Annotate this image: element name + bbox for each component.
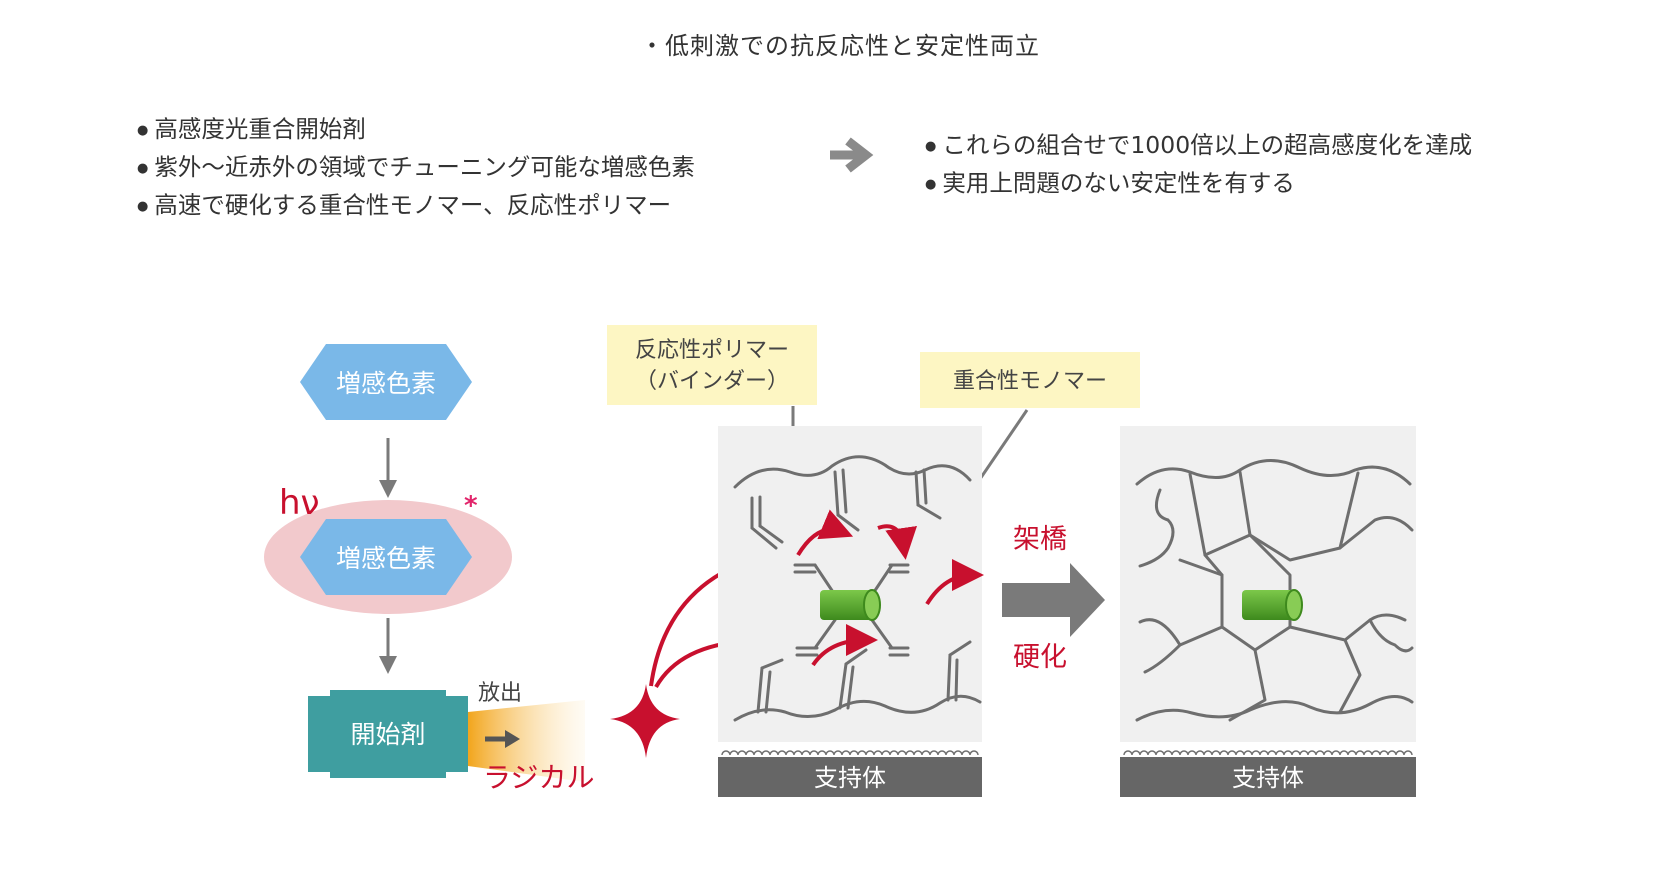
support-after <box>1120 757 1416 797</box>
excited-sensitizer-node: 増感色素 <box>264 500 512 614</box>
polymer-callout-line2: （バインダー） <box>635 369 789 394</box>
process-arrow-icon <box>1002 563 1105 637</box>
support-label-after: 支持体 <box>1232 764 1304 792</box>
feature-item: 紫外〜近赤外の領域でチューニング可能な増感色素 <box>137 148 695 186</box>
initiator-node: 開始剤 <box>308 690 468 778</box>
flow-arrow-down-icon <box>379 618 397 674</box>
initiator-label: 開始剤 <box>350 720 425 749</box>
release-label: 放出 <box>478 681 522 706</box>
support-label-before: 支持体 <box>814 764 886 792</box>
header-note: ・低刺激での抗反応性と安定性両立 <box>640 32 1040 60</box>
polymer-callout-line1: 反応性ポリマー <box>635 338 789 363</box>
radical-label: ラジカル <box>483 761 594 794</box>
after-cure-panel: 支持体 <box>1120 426 1416 797</box>
cure-label: 硬化 <box>1013 642 1067 673</box>
sensitizer-label: 増感色素 <box>336 369 436 398</box>
core-molecule-icon <box>820 589 881 621</box>
light-symbol: hν <box>279 483 320 523</box>
excited-mark: * <box>464 491 478 521</box>
release-arrow-icon <box>485 730 520 748</box>
result-item: これらの組合せで1000倍以上の超高感度化を達成 <box>925 126 1472 164</box>
feature-item: 高速で硬化する重合性モノマー、反応性ポリマー <box>137 186 695 224</box>
radical-beam <box>468 700 585 782</box>
excited-sensitizer-label: 増感色素 <box>336 544 436 573</box>
core-molecule-icon <box>1242 589 1303 621</box>
polymer-callout: 反応性ポリマー （バインダー） <box>607 325 817 443</box>
monomer-callout-label: 重合性モノマー <box>953 369 1107 394</box>
monomer-callout: 重合性モノマー <box>920 352 1140 549</box>
support-before <box>718 757 982 797</box>
feature-item: 高感度光重合開始剤 <box>137 110 695 148</box>
flow-arrow-down-icon <box>379 438 397 498</box>
result-list: これらの組合せで1000倍以上の超高感度化を達成 実用上問題のない安定性を有する <box>925 126 1472 202</box>
radical-star-icon <box>610 684 680 758</box>
sensitizer-node: 増感色素 <box>300 344 472 420</box>
result-item: 実用上問題のない安定性を有する <box>925 164 1472 202</box>
before-cure-panel: 支持体 <box>718 426 984 797</box>
result-arrow-icon <box>830 137 874 173</box>
crosslink-label: 架橋 <box>1013 524 1067 555</box>
feature-list: 高感度光重合開始剤 紫外〜近赤外の領域でチューニング可能な増感色素 高速で硬化す… <box>137 110 695 224</box>
